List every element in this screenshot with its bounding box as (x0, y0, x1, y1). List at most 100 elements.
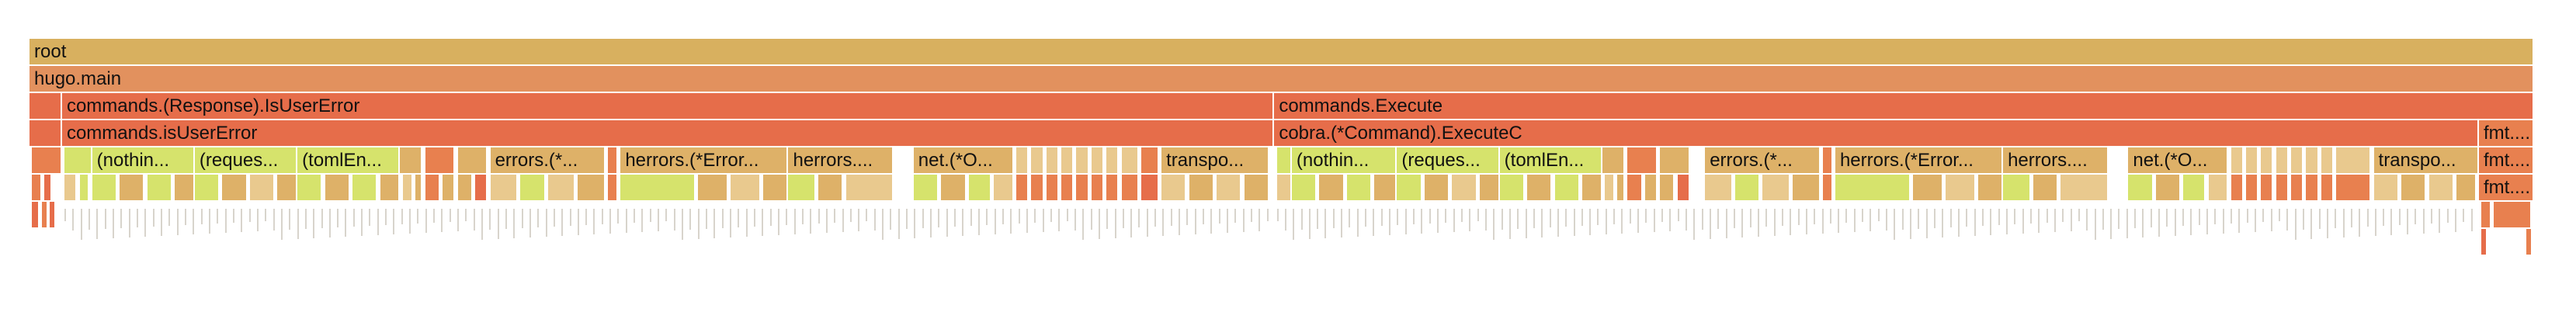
flame-frame[interactable] (1734, 175, 1761, 200)
flame-frame[interactable] (2321, 147, 2334, 173)
flame-frame[interactable] (352, 175, 378, 200)
flame-frame[interactable] (2033, 175, 2059, 200)
flame-frame[interactable] (1076, 147, 1089, 173)
flame-frame[interactable] (763, 175, 789, 200)
flame-frame[interactable] (818, 175, 844, 200)
flame-frame[interactable] (222, 175, 248, 200)
flame-frame[interactable] (2481, 229, 2488, 255)
flame-frame[interactable] (1627, 147, 1658, 173)
flame-frame[interactable] (380, 175, 401, 200)
flame-frame[interactable] (2494, 202, 2532, 227)
flame-frame[interactable] (2291, 175, 2304, 200)
flame-frame[interactable] (32, 175, 43, 200)
flame-frame[interactable] (1677, 175, 1690, 200)
flame-frame[interactable] (120, 175, 145, 200)
flame-frame[interactable] (1217, 175, 1242, 200)
flame-frame[interactable] (1617, 175, 1625, 200)
flame-frame[interactable] (2321, 175, 2334, 200)
flame-frame[interactable]: transpo... (1161, 147, 1269, 173)
flame-frame[interactable]: commands.isUserError (61, 120, 1275, 146)
flame-frame[interactable] (1660, 175, 1675, 200)
flame-frame[interactable] (1161, 175, 1187, 200)
flame-frame[interactable] (475, 175, 488, 200)
flame-frame[interactable] (443, 175, 456, 200)
flame-frame[interactable] (1091, 147, 1104, 173)
flame-frame[interactable] (968, 175, 991, 200)
flame-frame[interactable] (1031, 147, 1044, 173)
flame-frame[interactable] (1189, 175, 1214, 200)
flame-frame[interactable] (44, 175, 53, 200)
flame-frame[interactable] (1660, 147, 1690, 173)
flame-frame[interactable]: herrors.... (788, 147, 894, 173)
flame-frame[interactable]: cobra.(*Command).ExecuteC (1274, 120, 2480, 146)
flame-frame[interactable]: herrors.(*Error... (620, 147, 789, 173)
flame-frame[interactable] (1397, 175, 1422, 200)
flame-frame[interactable] (2428, 175, 2454, 200)
flame-frame[interactable] (1582, 175, 1602, 200)
flame-frame[interactable] (1046, 175, 1059, 200)
flame-frame[interactable]: errors.(*... (490, 147, 606, 173)
flame-frame[interactable] (2183, 175, 2206, 200)
flame-frame[interactable] (620, 175, 696, 200)
flame-frame[interactable] (1793, 175, 1821, 200)
flame-frame[interactable]: (nothin... (1291, 147, 1397, 173)
flame-frame[interactable] (608, 147, 619, 173)
flame-frame[interactable] (2231, 175, 2244, 200)
flame-frame[interactable] (2456, 175, 2477, 200)
flame-frame[interactable] (1499, 175, 1525, 200)
flame-frame[interactable] (1527, 175, 1553, 200)
flame-frame[interactable]: commands.(Response).IsUserError (61, 93, 1275, 119)
flame-frame[interactable] (490, 175, 519, 200)
flame-frame[interactable] (64, 175, 78, 200)
flame-frame[interactable] (1106, 147, 1120, 173)
flame-frame[interactable] (2261, 175, 2274, 200)
flame-frame[interactable] (1244, 175, 1269, 200)
flame-frame[interactable] (1046, 147, 1059, 173)
flame-frame[interactable] (425, 175, 441, 200)
flame-frame[interactable] (1912, 175, 1943, 200)
flame-frame[interactable] (400, 147, 423, 173)
flame-frame[interactable] (49, 202, 56, 227)
flame-frame[interactable] (1076, 175, 1089, 200)
flame-frame[interactable] (277, 175, 298, 200)
flame-frame[interactable] (1644, 175, 1658, 200)
flame-frame[interactable] (2276, 175, 2289, 200)
flame-frame[interactable] (698, 175, 729, 200)
flame-frame[interactable] (731, 175, 761, 200)
flame-frame[interactable]: transpo... (2373, 147, 2480, 173)
flame-frame[interactable] (2373, 175, 2399, 200)
flame-frame[interactable] (1141, 147, 1159, 173)
flame-frame[interactable] (1977, 175, 2004, 200)
flame-frame[interactable] (2155, 175, 2182, 200)
flame-frame[interactable]: (nothin... (92, 147, 195, 173)
flame-frame[interactable] (1016, 175, 1029, 200)
flame-frame[interactable] (2276, 147, 2289, 173)
flame-frame[interactable] (1291, 175, 1318, 200)
flame-frame[interactable] (1276, 175, 1292, 200)
flame-frame[interactable]: fmt.... (2479, 175, 2534, 200)
flame-frame[interactable]: commands.Execute (1274, 93, 2534, 119)
flame-frame[interactable] (2401, 175, 2427, 200)
flame-frame[interactable] (1374, 175, 1397, 200)
flame-frame[interactable] (1822, 175, 1833, 200)
flame-frame[interactable] (32, 147, 62, 173)
flame-frame[interactable] (2291, 147, 2304, 173)
flame-frame[interactable] (788, 175, 816, 200)
flame-frame[interactable] (1452, 175, 1477, 200)
flame-frame[interactable] (2246, 175, 2259, 200)
flame-frame[interactable] (457, 147, 488, 173)
flame-frame[interactable] (578, 175, 606, 200)
flame-frame[interactable] (2060, 175, 2109, 200)
flame-frame[interactable] (2003, 175, 2031, 200)
flame-frame[interactable] (1141, 175, 1159, 200)
flame-frame[interactable] (32, 202, 40, 227)
flame-frame[interactable] (1061, 175, 1074, 200)
flame-frame[interactable] (1554, 175, 1580, 200)
flame-frame[interactable] (1479, 175, 1500, 200)
flame-frame[interactable] (1346, 175, 1373, 200)
flame-frame[interactable] (1319, 175, 1345, 200)
flame-frame[interactable] (147, 175, 172, 200)
flame-frame[interactable] (1705, 175, 1733, 200)
flame-frame[interactable] (2526, 229, 2533, 255)
flame-frame[interactable] (913, 175, 939, 200)
